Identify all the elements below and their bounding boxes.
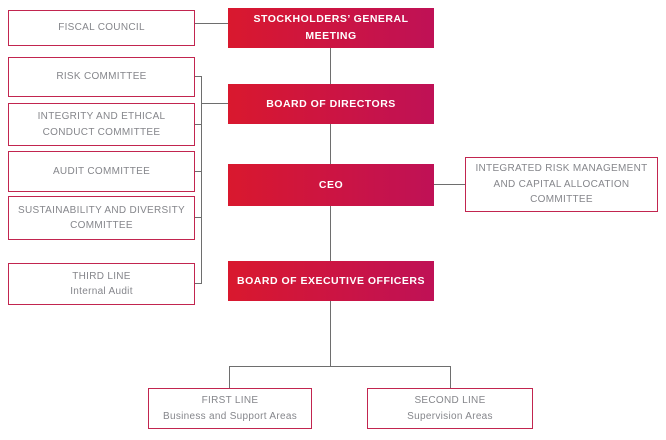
node-label: STOCKHOLDERS’ GENERAL: [253, 13, 409, 26]
connector-ceo-to-executive-officers: [330, 206, 332, 261]
node-label: MEETING: [305, 30, 357, 42]
node-risk-committee: RISK COMMITTEE: [8, 57, 195, 97]
node-third-line: THIRD LINE Internal Audit: [8, 263, 195, 305]
connector-board-to-ceo: [330, 124, 332, 164]
node-integrated-risk-management-committee: INTEGRATED RISK MANAGEMENT AND CAPITAL A…: [465, 157, 658, 212]
node-label: COMMITTEE: [530, 194, 593, 206]
connector-integrity-stub: [195, 124, 202, 126]
connector-first-line-drop: [229, 366, 231, 388]
node-sublabel: Internal Audit: [70, 286, 133, 297]
node-label: THIRD LINE: [72, 270, 131, 282]
node-sustainability-and-diversity-committee: SUSTAINABILITY AND DIVERSITY COMMITTEE: [8, 196, 195, 240]
node-label: AND CAPITAL ALLOCATION: [493, 178, 630, 190]
node-label: SECOND LINE: [414, 395, 486, 406]
node-label: CONDUCT COMMITTEE: [42, 126, 161, 138]
node-label: CEO: [318, 178, 344, 191]
node-label: INTEGRITY AND ETHICAL: [37, 111, 166, 122]
node-second-line: SECOND LINE Supervision Areas: [367, 388, 533, 429]
node-sublabel: Supervision Areas: [407, 410, 493, 422]
node-first-line: FIRST LINE Business and Support Areas: [148, 388, 312, 429]
node-label: BOARD OF DIRECTORS: [266, 97, 396, 110]
connector-left-rail: [201, 76, 203, 284]
node-fiscal-council: FISCAL COUNCIL: [8, 10, 195, 46]
node-label: SUSTAINABILITY AND DIVERSITY: [18, 204, 185, 216]
connector-sustainability-stub: [195, 217, 202, 219]
connector-third-line-stub: [195, 283, 202, 285]
connector-ceo-to-integrated-risk: [434, 184, 465, 186]
node-label: AUDIT COMMITTEE: [52, 165, 151, 177]
node-stockholders-general-meeting: STOCKHOLDERS’ GENERAL MEETING: [228, 8, 434, 48]
connector-fiscal-to-stockholders: [195, 23, 228, 25]
node-label: INTEGRATED RISK MANAGEMENT: [475, 163, 648, 175]
node-label: RISK COMMITTEE: [56, 71, 147, 83]
node-integrity-and-ethical-conduct-committee: INTEGRITY AND ETHICAL CONDUCT COMMITTEE: [8, 103, 195, 146]
connector-bottom-split: [229, 366, 451, 368]
node-label: BOARD OF EXECUTIVE OFFICERS: [237, 274, 425, 287]
connector-second-line-drop: [450, 366, 452, 388]
node-label: FISCAL COUNCIL: [58, 22, 145, 34]
node-audit-committee: AUDIT COMMITTEE: [8, 151, 195, 192]
node-board-of-executive-officers: BOARD OF EXECUTIVE OFFICERS: [228, 261, 434, 301]
connector-rail-to-board: [201, 103, 228, 105]
connector-stockholders-to-board: [330, 48, 332, 84]
node-board-of-directors: BOARD OF DIRECTORS: [228, 84, 434, 124]
node-label: COMMITTEE: [70, 220, 133, 231]
connector-executive-officers-drop: [330, 301, 332, 367]
node-ceo: CEO: [228, 164, 434, 206]
node-sublabel: Business and Support Areas: [163, 410, 297, 422]
node-label: FIRST LINE: [201, 395, 259, 406]
connector-risk-stub: [195, 76, 202, 78]
connector-audit-stub: [195, 171, 202, 173]
